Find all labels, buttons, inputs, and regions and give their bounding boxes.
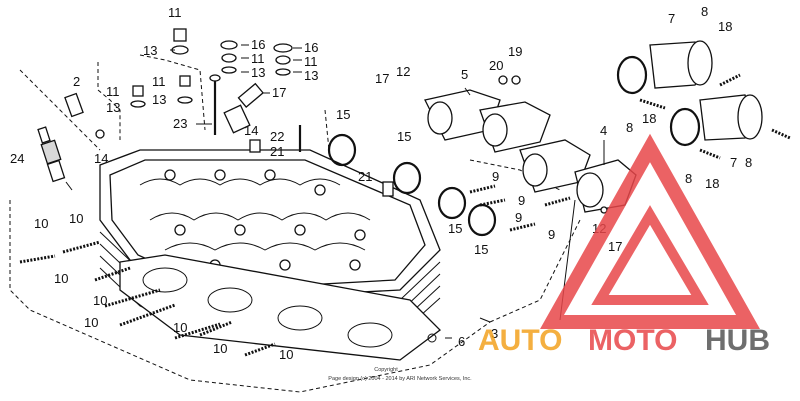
label-10: 10	[84, 315, 98, 330]
studs	[19, 240, 276, 357]
label-7: 7	[668, 11, 675, 26]
logo-word-moto: MOTO	[588, 324, 677, 357]
label-14: 14	[94, 151, 108, 166]
spark-plug	[37, 126, 73, 191]
label-18: 18	[642, 111, 656, 126]
label-15: 15	[448, 221, 462, 236]
label-11: 11	[304, 54, 318, 69]
label-10: 10	[69, 211, 83, 226]
label-21: 21	[270, 144, 284, 159]
label-9: 9	[548, 227, 555, 242]
label-20: 20	[489, 58, 503, 73]
label-3: 3	[491, 326, 498, 341]
label-19: 19	[508, 44, 522, 59]
label-12: 12	[396, 64, 410, 79]
label-9: 9	[518, 193, 525, 208]
label-18: 18	[705, 176, 719, 191]
copyright-notice: Copyright Page design (c) 2004 - 2014 by…	[328, 367, 472, 382]
label-8: 8	[685, 171, 692, 186]
label-16: 16	[251, 37, 265, 52]
label-8: 8	[701, 4, 708, 19]
nuts-and-washers	[130, 28, 394, 197]
label-11: 11	[168, 5, 182, 20]
label-2: 2	[73, 74, 80, 89]
label-10: 10	[54, 271, 68, 286]
label-13: 13	[251, 65, 265, 80]
label-14: 14	[244, 123, 258, 138]
label-17: 17	[272, 85, 286, 100]
part-number-labels: 11 13 16 11 13 16 11 13 2 11 13 11 13 23…	[10, 4, 752, 362]
logo-word-auto: AUTO	[478, 324, 562, 357]
label-15: 15	[397, 129, 411, 144]
label-18: 18	[718, 19, 732, 34]
label-7: 7	[730, 155, 737, 170]
label-13: 13	[106, 100, 120, 115]
label-22: 22	[270, 129, 284, 144]
label-4: 4	[600, 123, 607, 138]
label-11: 11	[106, 84, 120, 99]
label-6: 6	[458, 334, 465, 349]
label-11: 11	[251, 51, 265, 66]
label-16: 16	[304, 40, 318, 55]
intake-boots-and-clamps	[616, 40, 791, 160]
label-17: 17	[608, 239, 622, 254]
automotohub-watermark: AUTO MOTO HUB	[478, 133, 770, 357]
label-23: 23	[173, 116, 187, 131]
triangle-logo-icon	[540, 133, 760, 329]
label-11: 11	[152, 74, 166, 89]
label-13: 13	[152, 92, 166, 107]
label-10: 10	[279, 347, 293, 362]
label-15: 15	[474, 242, 488, 257]
label-10: 10	[34, 216, 48, 231]
label-13: 13	[143, 43, 157, 58]
short-bolts	[469, 184, 571, 232]
label-9: 9	[515, 210, 522, 225]
label-17: 17	[375, 71, 389, 86]
breather-fitting	[64, 92, 105, 139]
label-8: 8	[626, 120, 633, 135]
copyright-line-2: Page design (c) 2004 - 2014 by ARI Netwo…	[328, 376, 472, 382]
label-15: 15	[336, 107, 350, 122]
copyright-line-1: Copyright	[374, 367, 398, 373]
label-24: 24	[10, 151, 24, 166]
label-8: 8	[745, 155, 752, 170]
label-13: 13	[304, 68, 318, 83]
label-10: 10	[93, 293, 107, 308]
label-5: 5	[461, 67, 468, 82]
label-9: 9	[492, 169, 499, 184]
label-10: 10	[173, 320, 187, 335]
logo-word-hub: HUB	[705, 324, 770, 357]
label-10: 10	[213, 341, 227, 356]
label-21: 21	[358, 169, 372, 184]
